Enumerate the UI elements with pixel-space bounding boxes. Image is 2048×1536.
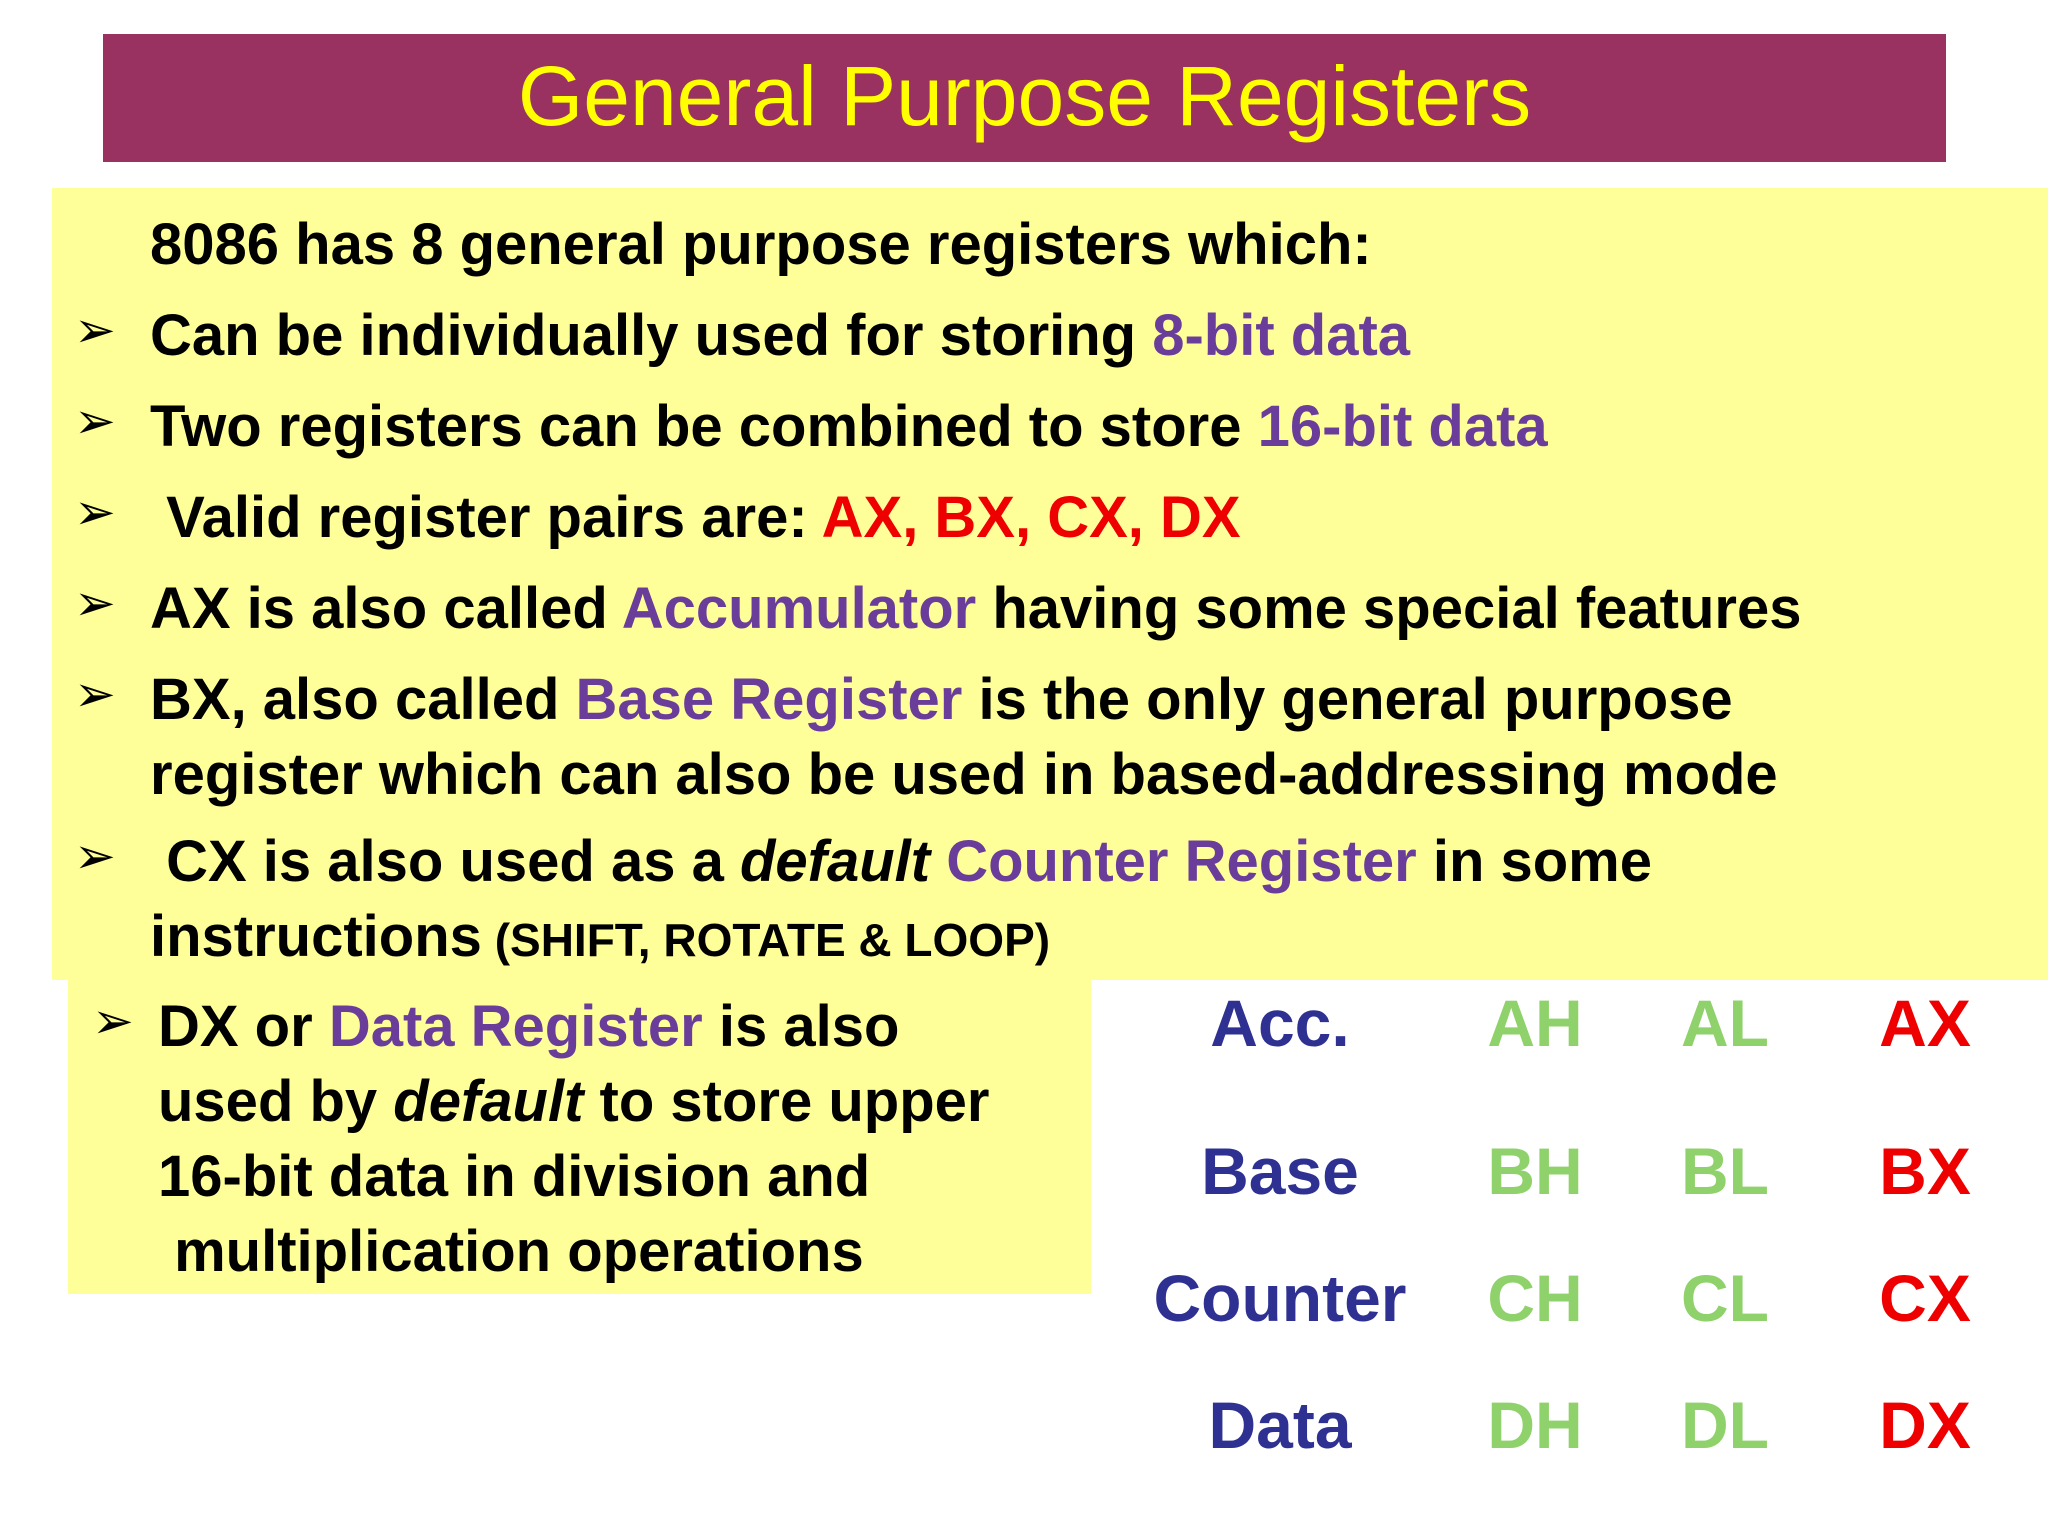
bullet-5-post: is the only general purpose [962,667,1733,732]
bullet-7-line2-italic: default [393,1069,584,1134]
register-low: AL [1681,986,1769,1060]
register-name: Data [1208,1388,1352,1462]
bullet-7-line2-post: to store upper [583,1069,990,1134]
bullet-1-highlight: 8-bit data [1152,303,1411,368]
bullet-5-pre: BX, also called [150,667,576,732]
bullet-5-highlight: Base Register [575,667,963,732]
bullet-3-highlight: AX, BX, CX, DX [821,485,1241,550]
bullet-6-line-2: instructions (SHIFT, ROTATE & LOOP) [150,908,1050,966]
bullet-6-line2-small: (SHIFT, ROTATE & LOOP) [481,914,1051,966]
bullet-7-highlight: Data Register [328,994,703,1059]
bullet-arrow-icon: ➢ [74,301,116,359]
register-low: BL [1681,1134,1769,1208]
bullet-7-line-1: DX or Data Register is also [158,998,899,1056]
register-pair: BX [1879,1134,1971,1208]
bullet-2-highlight: 16-bit data [1257,394,1548,459]
register-high: CH [1487,1261,1583,1335]
bullet-4: AX is also called Accumulator having som… [150,580,1801,638]
slide-title: General Purpose Registers [517,49,1532,143]
bullet-arrow-icon: ➢ [74,827,116,885]
register-name: Counter [1153,1261,1407,1335]
bullet-6-line2: instructions [150,904,482,969]
register-low: DL [1681,1388,1769,1462]
main-content-box [52,188,2048,980]
register-name: Base [1201,1134,1359,1208]
bullet-4-post: having some special features [976,576,1802,641]
bullet-arrow-icon: ➢ [74,483,116,541]
register-name: Acc. [1210,986,1350,1060]
bullet-4-pre: AX is also called [150,576,622,641]
register-high: BH [1487,1134,1583,1208]
bullet-3: Valid register pairs are: AX, BX, CX, DX [150,489,1241,547]
bullet-arrow-icon: ➢ [92,992,134,1050]
bullet-7-pre: DX or [158,994,329,1059]
register-low: CL [1681,1261,1769,1335]
intro-text: 8086 has 8 general purpose registers whi… [150,212,1372,277]
bullet-6-pre: CX is also used as a [150,829,740,894]
bullet-5-line-1: BX, also called Base Register is the onl… [150,671,1733,729]
bullet-4-highlight: Accumulator [621,576,977,641]
bullet-2-text: Two registers can be combined to store [150,394,1258,459]
register-pair: CX [1879,1261,1971,1335]
register-pair: AX [1879,986,1971,1060]
bullet-6-line-1: CX is also used as a default Counter Reg… [150,833,1652,891]
bullet-arrow-icon: ➢ [74,574,116,632]
register-pair: DX [1879,1388,1971,1462]
bullet-3-text: Valid register pairs are: [150,485,822,550]
bullet-1: Can be individually used for storing 8-b… [150,307,1410,365]
bullet-7-line-4: multiplication operations [158,1219,864,1284]
bullet-arrow-icon: ➢ [74,665,116,723]
bullet-6-post: in some [1416,829,1653,894]
bullet-1-text: Can be individually used for storing [150,303,1153,368]
bullet-7-post: is also [702,994,900,1059]
register-high: AH [1487,986,1583,1060]
bullet-6-italic: default [739,829,931,894]
bullet-7-line-3: 16-bit data in division and [158,1144,871,1209]
bullet-2: Two registers can be combined to store 1… [150,398,1548,456]
bullet-7-line2-pre: used by [158,1069,394,1134]
bullet-5-line-2: register which can also be used in based… [150,742,1778,807]
register-high: DH [1487,1388,1583,1462]
bullet-arrow-icon: ➢ [74,392,116,450]
bullet-7-line-2: used by default to store upper [158,1073,989,1131]
title-bar: General Purpose Registers [103,34,1946,162]
bullet-6-highlight: Counter Register [930,829,1417,894]
dx-content-box [68,980,1091,1294]
